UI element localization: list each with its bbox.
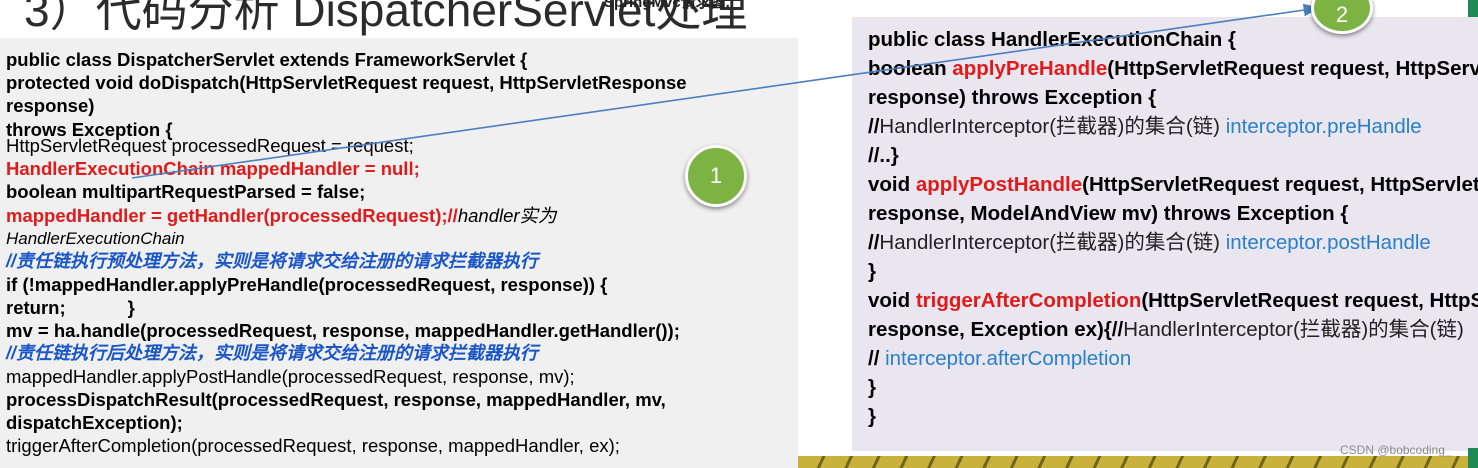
code-line: response) [6, 95, 95, 116]
badge-label: 1 [709, 163, 723, 188]
badge-label: 2 [1335, 2, 1349, 27]
code-comment-slash: // [868, 115, 880, 138]
code-params: (HttpServletRequest request, HttpServlet… [1141, 289, 1478, 312]
code-method-post-handle: applyPostHandle [915, 173, 1083, 196]
bottom-decoration-strip [798, 456, 1478, 468]
corner-decoration [1468, 448, 1478, 468]
code-comment-prehandle: //责任链执行预处理方法，实则是将请求交给注册的请求拦截器执行 [6, 251, 538, 271]
code-line: } [868, 260, 876, 283]
handler-execution-chain-panel: public class HandlerExecutionChain { boo… [852, 17, 1478, 451]
code-line: //..} [868, 144, 899, 167]
code-line: } [868, 376, 876, 399]
code-line-apply-post-handle: mappedHandler.applyPostHandle(processedR… [6, 366, 575, 387]
code-line-apply-pre-handle: if (!mappedHandler.applyPreHandle(proces… [6, 274, 608, 295]
code-line-get-handler: mappedHandler = getHandler(processedRequ… [6, 204, 557, 227]
code-interceptor-pre: interceptor.preHandle [1220, 115, 1422, 138]
code-line-post-handle: void applyPostHandle(HttpServletRequest … [868, 171, 1478, 199]
code-comment-text: HandlerInterceptor(拦截器)的集合(链) [879, 115, 1220, 138]
code-line-after-completion: // interceptor.afterCompletion [868, 345, 1131, 373]
code-line-trigger-after: triggerAfterCompletion(processedRequest,… [6, 435, 620, 456]
code-comment-slash: // [868, 231, 880, 254]
code-keyword: void [868, 173, 916, 196]
code-comment: handler实为 [457, 205, 557, 226]
code-comment-slash: // [868, 347, 886, 370]
code-line-comment: //HandlerInterceptor(拦截器)的集合(链) intercep… [868, 229, 1431, 257]
code-keyword: void [868, 289, 916, 312]
code-line-exception: response, Exception ex){//HandlerInterce… [868, 316, 1464, 344]
code-exception: response, Exception ex){// [868, 318, 1124, 341]
code-method-trigger: triggerAfterCompletion [915, 289, 1142, 312]
watermark-credit: CSDN @bobcoding_ [1340, 443, 1452, 457]
code-line: response) throws Exception { [868, 86, 1157, 109]
code-line-multipart: boolean multipartRequestParsed = false; [6, 181, 366, 202]
code-interceptor-post: interceptor.postHandle [1220, 231, 1431, 254]
code-line-comment: //HandlerInterceptor(拦截器)的集合(链) intercep… [868, 113, 1422, 141]
code-line-trigger: void triggerAfterCompletion(HttpServletR… [868, 287, 1478, 315]
code-get-handler: mappedHandler = getHandler(processedRequ… [6, 205, 458, 226]
dispatcher-code-lines: HttpServletRequest processedRequest = re… [0, 38, 798, 468]
code-comment-chain: HandlerExecutionChain [6, 229, 185, 248]
code-params: (HttpServletRequest request, HttpServlet… [1107, 57, 1478, 80]
code-line-process-dispatch: processDispatchResult(processedRequest, … [6, 389, 666, 410]
code-brace: } [127, 297, 135, 318]
code-line: response, ModelAndView mv) throws Except… [868, 202, 1349, 225]
code-interceptor-after: interceptor.afterCompletion [885, 347, 1132, 370]
code-return: return; [6, 297, 66, 318]
code-comment-text: HandlerInterceptor(拦截器)的集合(链) [879, 231, 1220, 254]
code-line-processed-request: HttpServletRequest processedRequest = re… [6, 135, 414, 156]
code-line: } [868, 405, 876, 428]
code-comment-text: HandlerInterceptor(拦截器)的集合(链) [1123, 318, 1464, 341]
code-params: (HttpServletRequest request, HttpServlet… [1082, 173, 1478, 196]
code-line-return: return;} [6, 296, 135, 319]
code-line: protected void doDispatch(HttpServletReq… [6, 72, 687, 93]
code-method-pre-handle: applyPreHandle [952, 57, 1108, 80]
code-line: public class DispatcherServlet extends F… [6, 49, 528, 70]
code-comment-posthandle: //责任链执行后处理方法，实则是将请求交给注册的请求拦截器执行 [6, 343, 538, 363]
corner-decoration [1468, 0, 1478, 18]
step-badge-1: 1 [685, 145, 747, 207]
code-line: throws Exception { [6, 119, 173, 140]
page-subtitle: SpringMvc请求图. [604, 0, 730, 11]
code-line-ha-handle: mv = ha.handle(processedRequest, respons… [6, 320, 680, 341]
code-line-mapped-handler-null: HandlerExecutionChain mappedHandler = nu… [6, 158, 420, 179]
code-line-pre-handle: boolean applyPreHandle(HttpServletReques… [868, 55, 1478, 83]
code-line-dispatch-exception: dispatchException); [6, 412, 183, 433]
dispatcher-servlet-code-panel: public class DispatcherServlet extends F… [0, 38, 798, 468]
code-keyword: boolean [868, 57, 953, 80]
page-title: 3）代码分析 DispatcherServlet处理 [24, 0, 748, 36]
